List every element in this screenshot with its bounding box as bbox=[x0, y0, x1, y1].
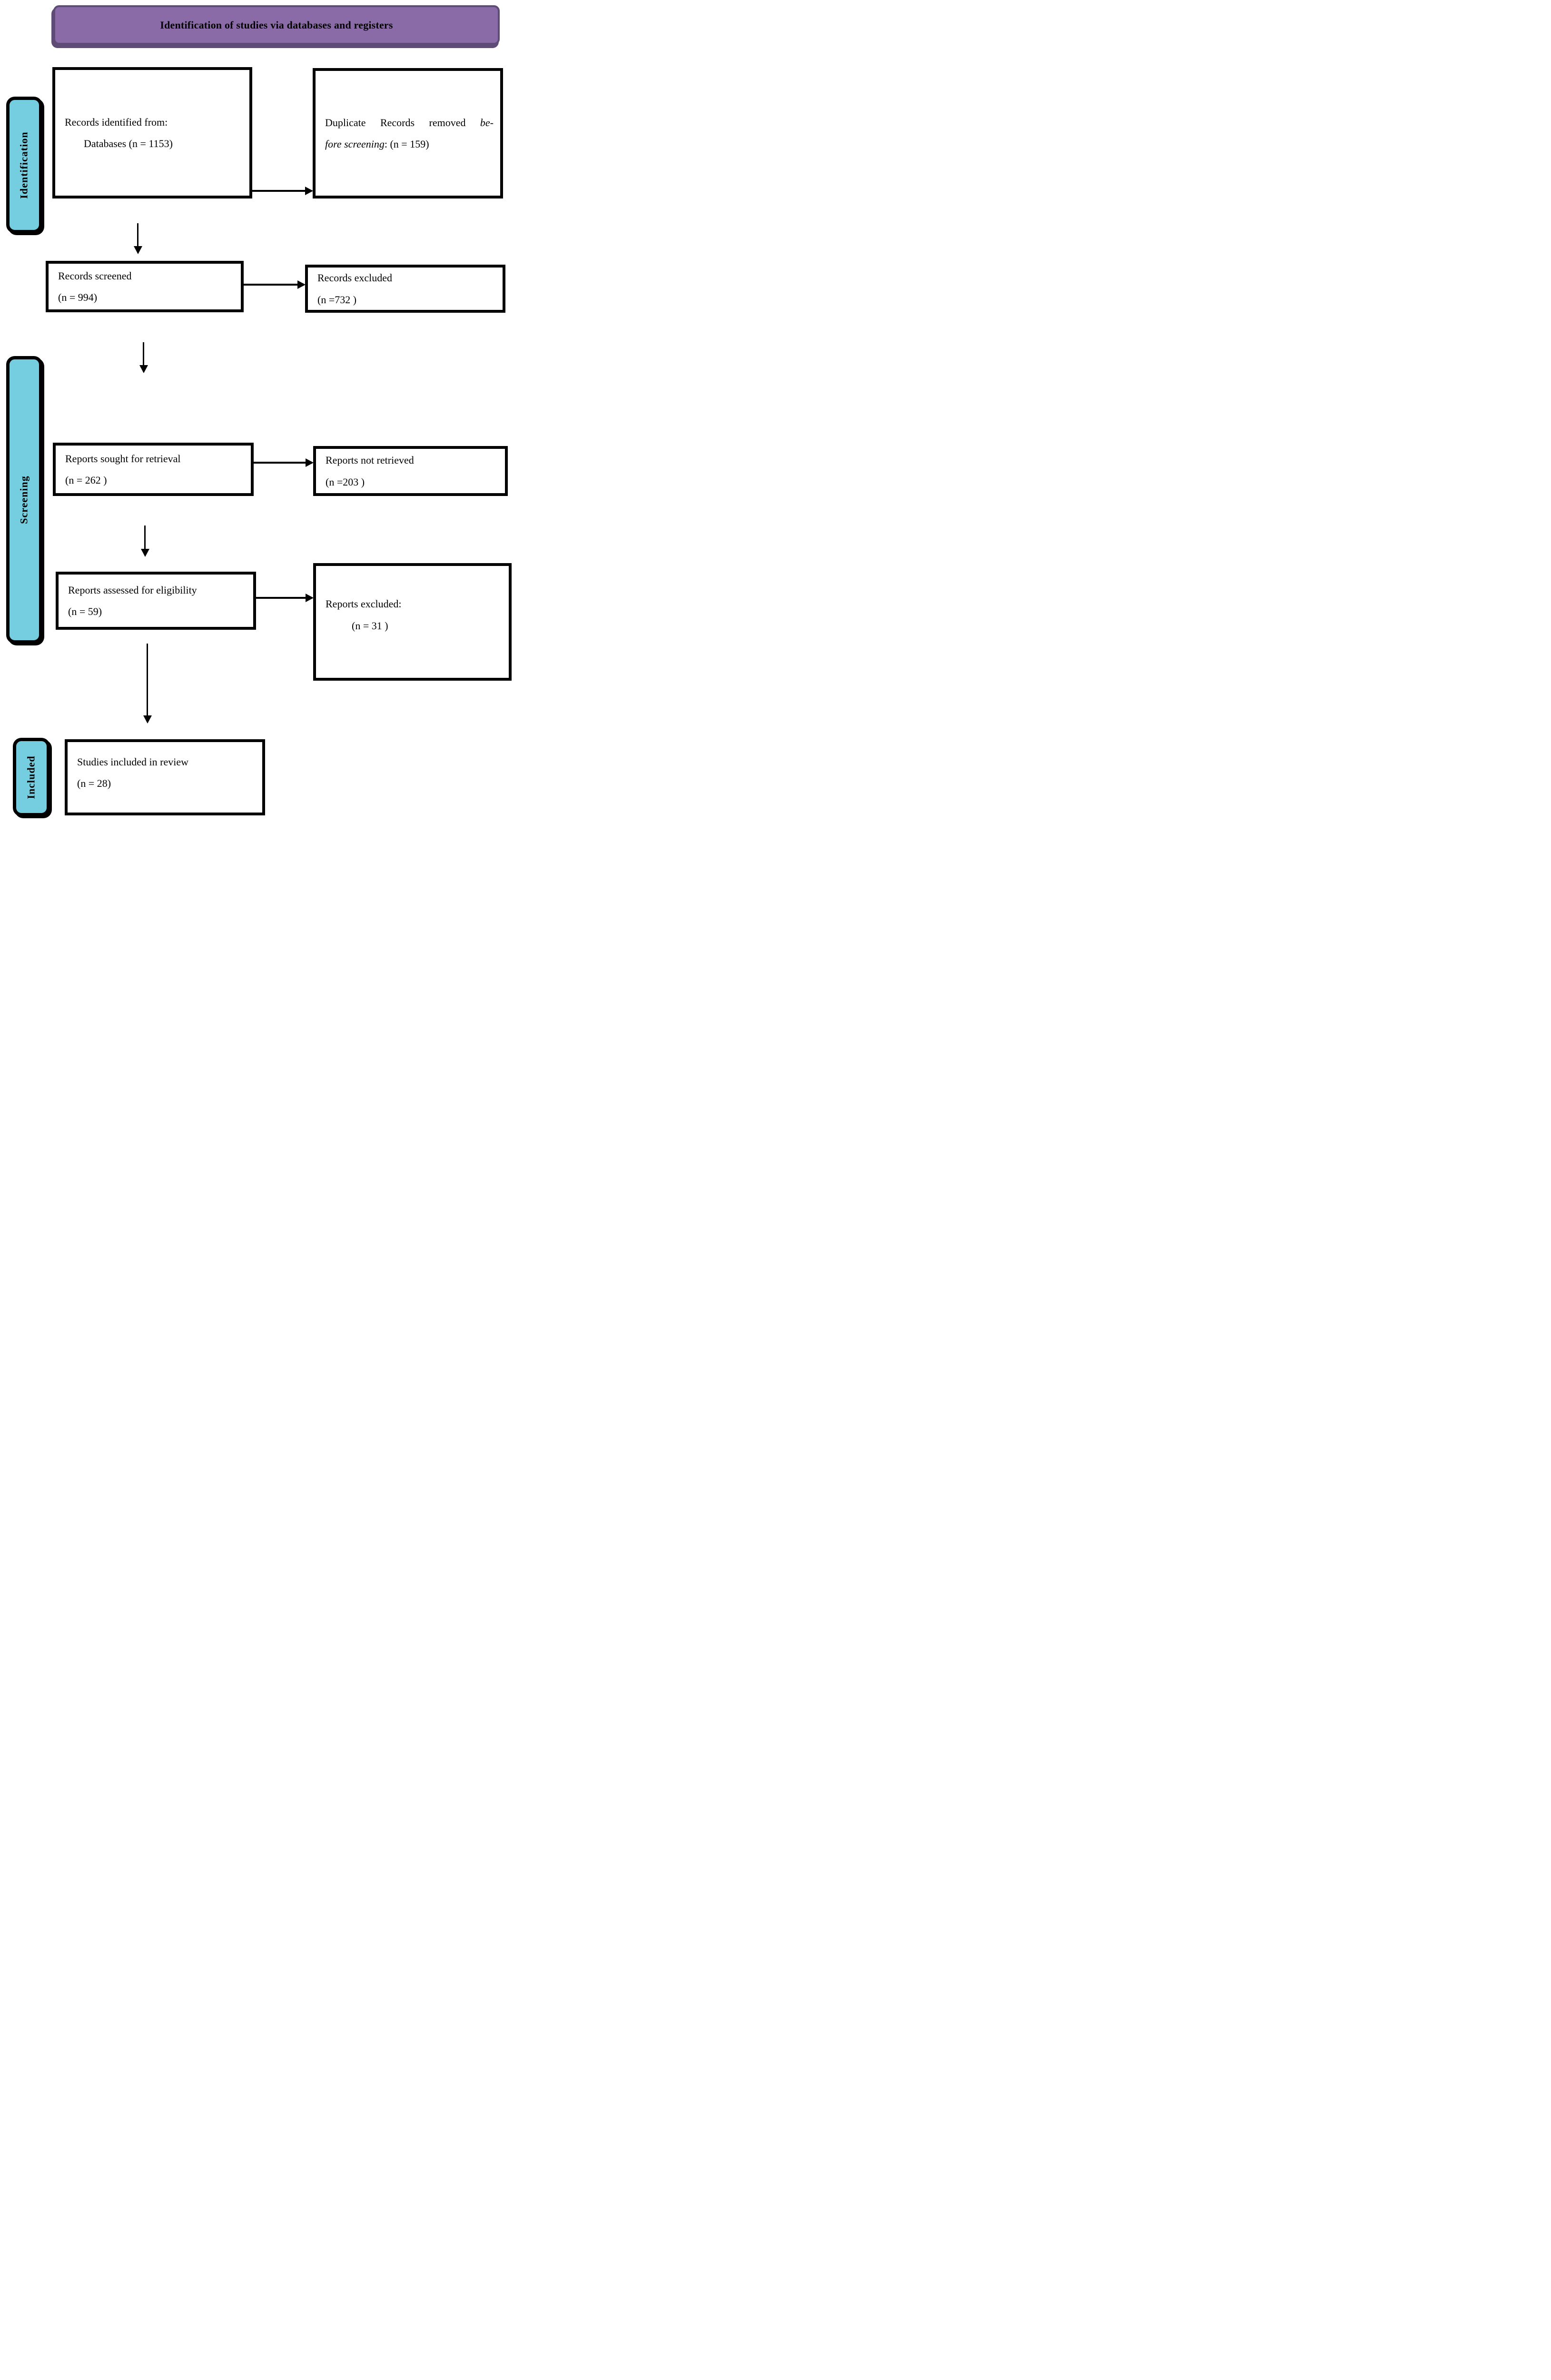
box-studies-included: Studies included in review (n = 28) bbox=[65, 739, 265, 815]
stage-label-screening: Screening bbox=[6, 356, 42, 644]
box-reports-assessed: Reports assessed for eligibility (n = 59… bbox=[56, 572, 256, 630]
records-identified-line1: Records identified from: bbox=[65, 116, 168, 128]
reports-not-retrieved-line1: Reports not retrieved bbox=[326, 454, 414, 466]
prisma-flow-diagram: Identification of studies via databases … bbox=[0, 0, 517, 826]
stage-label-screening-text: Screening bbox=[18, 476, 30, 524]
reports-excluded-line2: (n = 31 ) bbox=[352, 619, 388, 632]
stage-label-identification-text: Identification bbox=[18, 131, 30, 199]
box-records-identified: Records identified from: Databases (n = … bbox=[52, 67, 252, 198]
records-excluded-line1: Records excluded bbox=[317, 272, 392, 284]
title-banner: Identification of studies via databases … bbox=[53, 5, 500, 45]
studies-included-line1: Studies included in review bbox=[77, 755, 189, 768]
records-identified-line2: Databases (n = 1153) bbox=[84, 138, 173, 149]
arrow-right-assessed-to-excluded-icon bbox=[256, 597, 312, 599]
arrow-down-sought-to-assessed-icon bbox=[144, 526, 146, 555]
reports-excluded-line1: Reports excluded: bbox=[326, 598, 402, 610]
records-screened-line1: Records screened bbox=[58, 269, 132, 282]
diagram-title: Identification of studies via databases … bbox=[160, 19, 393, 31]
arrow-down-screened-to-sought-icon bbox=[143, 342, 144, 372]
stage-label-included-text: Included bbox=[25, 755, 37, 799]
box-reports-excluded: Reports excluded: (n = 31 ) bbox=[313, 563, 512, 681]
reports-sought-line2: (n = 262 ) bbox=[65, 474, 107, 486]
stage-label-identification: Identification bbox=[6, 97, 42, 233]
arrow-right-screened-to-excluded-icon bbox=[244, 284, 304, 286]
arrow-right-identified-to-duplicates-icon bbox=[252, 190, 312, 192]
reports-assessed-line2: (n = 59) bbox=[68, 605, 102, 617]
box-duplicates-removed: Duplicate Records removed be- fore scree… bbox=[313, 68, 503, 198]
reports-sought-line1: Reports sought for retrieval bbox=[65, 452, 181, 465]
duplicates-removed-line1: Duplicate Records removed be- bbox=[325, 116, 494, 129]
records-screened-line2: (n = 994) bbox=[58, 291, 98, 303]
studies-included-line2: (n = 28) bbox=[77, 777, 111, 789]
stage-label-included: Included bbox=[13, 738, 50, 816]
box-reports-sought: Reports sought for retrieval (n = 262 ) bbox=[53, 443, 254, 496]
reports-not-retrieved-line2: (n =203 ) bbox=[326, 476, 365, 488]
box-records-excluded: Records excluded (n =732 ) bbox=[305, 265, 505, 313]
records-excluded-line2: (n =732 ) bbox=[317, 293, 357, 306]
box-reports-not-retrieved: Reports not retrieved (n =203 ) bbox=[313, 446, 508, 496]
duplicates-removed-line2: fore screening: (n = 159) bbox=[325, 138, 429, 150]
arrow-down-identified-to-screened-icon bbox=[137, 223, 138, 253]
box-records-screened: Records screened (n = 994) bbox=[46, 261, 244, 312]
reports-assessed-line1: Reports assessed for eligibility bbox=[68, 584, 197, 596]
arrow-right-sought-to-notretrieved-icon bbox=[254, 462, 312, 464]
arrow-down-assessed-to-included-icon bbox=[147, 644, 148, 722]
